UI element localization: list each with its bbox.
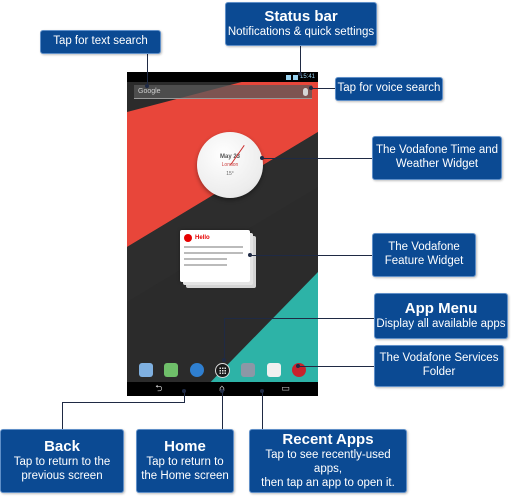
signal-icon (285, 74, 291, 80)
feature-widget[interactable]: Hello (180, 230, 250, 282)
callout-time-weather-widget: The Vodafone Time and Weather Widget (372, 136, 502, 180)
play-store-icon[interactable] (266, 363, 281, 377)
callout-desc: Notifications & quick settings (227, 26, 375, 39)
browser-icon[interactable] (189, 363, 204, 377)
text-line (184, 252, 243, 254)
callout-text-search: Tap for text search (40, 30, 161, 54)
callout-title: Back (44, 438, 80, 456)
callout-recent-apps: Recent Apps Tap to see recently-used app… (249, 429, 407, 493)
search-bar[interactable]: Google (134, 85, 312, 99)
callout-home: Home Tap to return to the Home screen (136, 429, 234, 493)
callout-desc: Tap for voice search (337, 82, 441, 95)
callout-desc-line2: Weather Widget (395, 158, 479, 170)
search-text[interactable]: Google (138, 88, 161, 95)
battery-icon (292, 74, 298, 80)
feature-hello: Hello (195, 235, 210, 241)
callout-back: Back Tap to return to the previous scree… (0, 429, 124, 493)
recent-apps-icon[interactable]: ▭ (281, 383, 290, 394)
callout-title: Status bar (264, 8, 338, 26)
callout-status-bar: Status bar Notifications & quick setting… (225, 2, 377, 46)
callout-desc-line1: Tap to return to the (13, 456, 111, 469)
callout-app-menu: App Menu Display all available apps (374, 293, 508, 339)
callout-title: Recent Apps (282, 431, 374, 449)
vodafone-logo-icon (184, 234, 192, 242)
callout-desc-line2: previous screen (21, 470, 103, 482)
callout-desc: Display all available apps (376, 318, 506, 331)
callout-feature-widget: The Vodafone Feature Widget (372, 233, 476, 277)
text-line (184, 258, 228, 260)
callout-desc: Tap for text search (53, 35, 148, 48)
callout-voice-search: Tap for voice search (335, 77, 443, 101)
status-time: 15:41 (299, 74, 315, 80)
callout-desc-line2: Folder (422, 366, 456, 378)
widget-temp: 15° (226, 170, 234, 177)
callout-desc-line1: The Vodafone (388, 241, 460, 254)
time-weather-widget[interactable]: May 23 London 15° (197, 132, 263, 198)
dock (127, 358, 318, 382)
app-menu-icon[interactable] (214, 362, 230, 378)
text-line (184, 246, 243, 248)
callout-desc-line1: Tap to see recently-used apps, (265, 449, 391, 476)
microphone-icon[interactable] (303, 87, 308, 96)
callout-desc-line1: Tap to return to (146, 456, 224, 469)
home-icon[interactable]: ⌂ (219, 384, 225, 394)
callout-desc-line1: The Vodafone Time and (375, 144, 499, 157)
back-icon[interactable]: ⮌ (155, 383, 163, 394)
widget-date: May 23 (219, 153, 240, 160)
callout-title: Home (164, 438, 206, 456)
widget-city: London (222, 162, 239, 168)
callout-services-folder: The Vodafone Services Folder (374, 345, 504, 387)
callout-desc-line2: the Home screen (141, 470, 229, 482)
camera-icon[interactable] (241, 363, 256, 377)
callout-title: App Menu (404, 300, 478, 318)
text-line (184, 264, 228, 266)
callout-desc-line2: Feature Widget (384, 255, 464, 267)
status-bar[interactable]: 15:41 (127, 72, 318, 82)
phone-screen: 15:41 Google May 23 London 15° Hello ⮌ ⌂… (127, 72, 318, 396)
maps-icon[interactable] (164, 363, 179, 377)
callout-desc-line1: The Vodafone Services (379, 352, 499, 365)
callout-desc-line2: then tap an app to open it. (261, 476, 395, 489)
contacts-icon[interactable] (138, 363, 153, 377)
